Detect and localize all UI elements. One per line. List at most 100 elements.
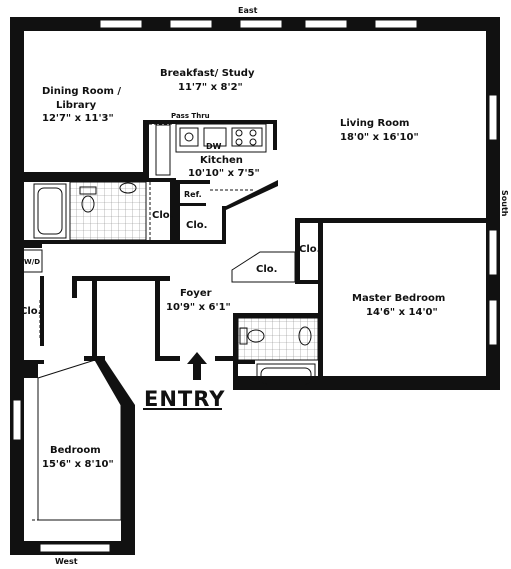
- bath2-tub-inner: [260, 367, 312, 385]
- window-top-3: [239, 19, 283, 29]
- wall-bath1-top: [24, 178, 174, 182]
- dining-name-1: Dining Room /: [42, 86, 121, 97]
- wall-hall-left-bottom: [84, 356, 105, 361]
- kitchen-counter: [175, 123, 267, 153]
- wall-bath2-right: [318, 313, 323, 390]
- kitchen-sink: [179, 127, 199, 147]
- interior-walls: [24, 120, 486, 390]
- window-top-1: [99, 19, 143, 29]
- wall-bath2-mid: [233, 360, 255, 364]
- window-top-5: [374, 19, 418, 29]
- bedroom-dims: 15'6" x 8'10": [42, 459, 114, 470]
- wall-angled-kitchen: [222, 180, 278, 210]
- dishwasher: [203, 127, 227, 147]
- ref-label: Ref.: [184, 190, 202, 199]
- clo-bath1: Clo.: [152, 210, 173, 221]
- wall-hall-left: [72, 276, 77, 298]
- breakfast-dims: 11'7" x 8'2": [178, 82, 243, 93]
- kitchen-name: Kitchen: [200, 155, 243, 166]
- wall-ref-box: [176, 180, 180, 244]
- wall-dining-right: [143, 120, 149, 178]
- burner-1: [235, 129, 243, 137]
- burner-4: [249, 138, 257, 146]
- clo-master: Clo.: [299, 244, 320, 255]
- wall-bath2-top: [233, 313, 323, 318]
- kitchen-side-counter: [155, 124, 171, 176]
- clo-kitchen: Clo.: [186, 220, 207, 231]
- master-dims: 14'6" x 14'0": [366, 307, 438, 318]
- master-name: Master Bedroom: [352, 293, 445, 304]
- bath1-toilet: [81, 195, 95, 213]
- fixtures: [21, 123, 319, 521]
- compass-east: East: [238, 6, 258, 15]
- entry-label: ENTRY: [144, 387, 225, 411]
- bath1-tub: [33, 183, 67, 239]
- wall-master-left: [318, 218, 323, 313]
- living-dims: 18'0" x 16'10": [340, 132, 419, 143]
- dining-dims: 12'7" x 11'3": [42, 113, 114, 124]
- bedroom-closet-outline: [37, 359, 122, 521]
- wall-clo-master-bottom: [295, 280, 323, 284]
- window-top-2: [169, 19, 213, 29]
- wall-bottom-right: [233, 376, 500, 390]
- clo-foyer-outline: [231, 251, 296, 283]
- exterior-walls: [10, 17, 500, 555]
- foyer-dims: 10'9" x 6'1": [166, 302, 231, 313]
- burner-3: [235, 138, 243, 146]
- wall-bath1-bottom: [24, 240, 174, 244]
- wall-kitchen-right: [273, 120, 277, 150]
- bedroom-name: Bedroom: [50, 445, 101, 456]
- wall-hall-top: [72, 276, 170, 281]
- wall-bedroom-angle-left: [24, 360, 38, 378]
- room-labels: East West South Dining Room / Library 12…: [20, 6, 509, 566]
- wall-bath2-left: [233, 313, 238, 390]
- wall-hall-inner-left: [92, 280, 97, 360]
- wall-entry-left: [155, 356, 180, 361]
- bath2-floor: [237, 317, 319, 361]
- bath2-tub: [256, 363, 316, 389]
- window-right-2: [488, 229, 498, 276]
- wall-ref-bottom: [176, 203, 206, 206]
- bath2-toilet-tank: [239, 327, 248, 345]
- window-top-4: [304, 19, 348, 29]
- entry-arrow: [187, 352, 207, 380]
- compass-west: West: [55, 557, 78, 566]
- wd-label: W/D: [24, 258, 40, 266]
- wall-clo-master-left: [295, 218, 300, 282]
- clo-left: Clo.: [20, 306, 41, 317]
- bath2-toilet: [247, 329, 265, 343]
- bath1-toilet-tank: [79, 186, 97, 195]
- breakfast-name: Breakfast/ Study: [160, 68, 255, 79]
- wall-bedroom-angle: [95, 360, 135, 405]
- wall-ref-top: [176, 180, 210, 184]
- pass-thru-label: Pass Thru: [171, 112, 210, 120]
- window-right-3: [488, 299, 498, 346]
- windows: [12, 19, 498, 553]
- foyer-name: Foyer: [180, 288, 212, 299]
- wall-clo-kitchen-right: [222, 206, 226, 244]
- wall-bed-left-top: [24, 360, 44, 364]
- bath2-sink: [298, 326, 312, 346]
- wall-kitchen-top: [149, 120, 277, 124]
- wall-clo-left-right: [40, 276, 44, 346]
- window-right-1: [488, 94, 498, 141]
- window-bottom-1: [39, 543, 111, 553]
- wall-bedroom-right: [121, 405, 135, 555]
- sink-drain: [184, 132, 194, 142]
- wall-clo-kitchen-bottom: [176, 240, 226, 244]
- kitchen-dims: 10'10" x 7'5": [188, 168, 260, 179]
- stove: [231, 127, 263, 147]
- compass-south: South: [500, 190, 509, 217]
- clo-foyer: Clo.: [256, 264, 277, 275]
- burner-2: [249, 129, 257, 137]
- wall-entry-right: [215, 356, 240, 361]
- wall-wd-top: [24, 244, 42, 248]
- wd-box: [21, 249, 43, 273]
- wall-left-lower: [10, 360, 24, 555]
- living-name: Living Room: [340, 118, 409, 129]
- dining-name-2: Library: [56, 100, 97, 111]
- wall-hall-inner-right: [155, 280, 160, 360]
- dw-label: DW: [206, 142, 222, 151]
- bath1-sink: [119, 182, 137, 194]
